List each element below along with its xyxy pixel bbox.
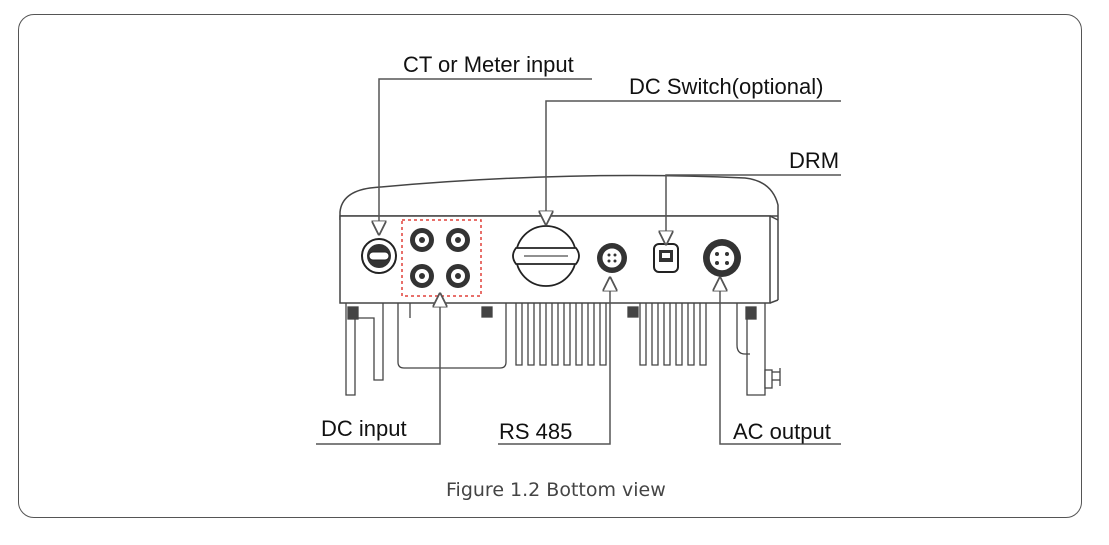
- heatsink: [345, 303, 781, 396]
- figure-caption: Figure 1.2 Bottom view: [446, 479, 666, 501]
- dc-connector: [410, 264, 434, 288]
- callout-lines: [316, 78, 841, 445]
- dc-switch-knob: [512, 225, 580, 287]
- rs485-connector: [597, 243, 627, 273]
- ac-output-leader: [720, 284, 841, 445]
- dc-input-connectors: [401, 219, 482, 297]
- heatsink-fin: [663, 303, 671, 366]
- heatsink-fin: [551, 303, 559, 366]
- heatsink-fin: [563, 303, 571, 366]
- heatsink-fin: [587, 303, 595, 366]
- dc-input-label: DC input: [321, 416, 407, 441]
- heatsink-fin: [599, 303, 607, 366]
- heatsink-fin: [527, 303, 535, 366]
- heatsink-fin: [699, 303, 707, 366]
- figure-frame: [18, 14, 1082, 518]
- heatsink-fin: [639, 303, 647, 366]
- heatsink-fin: [687, 303, 695, 366]
- heatsink-fin: [651, 303, 659, 366]
- ac-output-connector: [703, 239, 741, 277]
- rs485-label: RS 485: [499, 419, 573, 444]
- dc-input-leader: [316, 300, 440, 445]
- dc-connector: [446, 228, 470, 252]
- dc-connector: [446, 264, 470, 288]
- ct-meter-leader: [379, 78, 592, 228]
- dc-switch-leader: [546, 100, 841, 218]
- ct-meter-label: CT or Meter input: [403, 52, 574, 77]
- drm-connector: [653, 243, 679, 273]
- dc-switch-label: DC Switch(optional): [629, 74, 824, 99]
- rs485-leader: [498, 284, 610, 445]
- ct-meter-connector: [361, 238, 397, 274]
- heatsink-fin: [675, 303, 683, 366]
- drm-label: DRM: [789, 148, 840, 173]
- heatsink-fin: [575, 303, 583, 366]
- heatsink-fin: [539, 303, 547, 366]
- ac-output-label: AC output: [733, 419, 831, 444]
- dc-connector: [410, 228, 434, 252]
- drm-leader: [666, 174, 841, 238]
- heatsink-fin: [515, 303, 523, 366]
